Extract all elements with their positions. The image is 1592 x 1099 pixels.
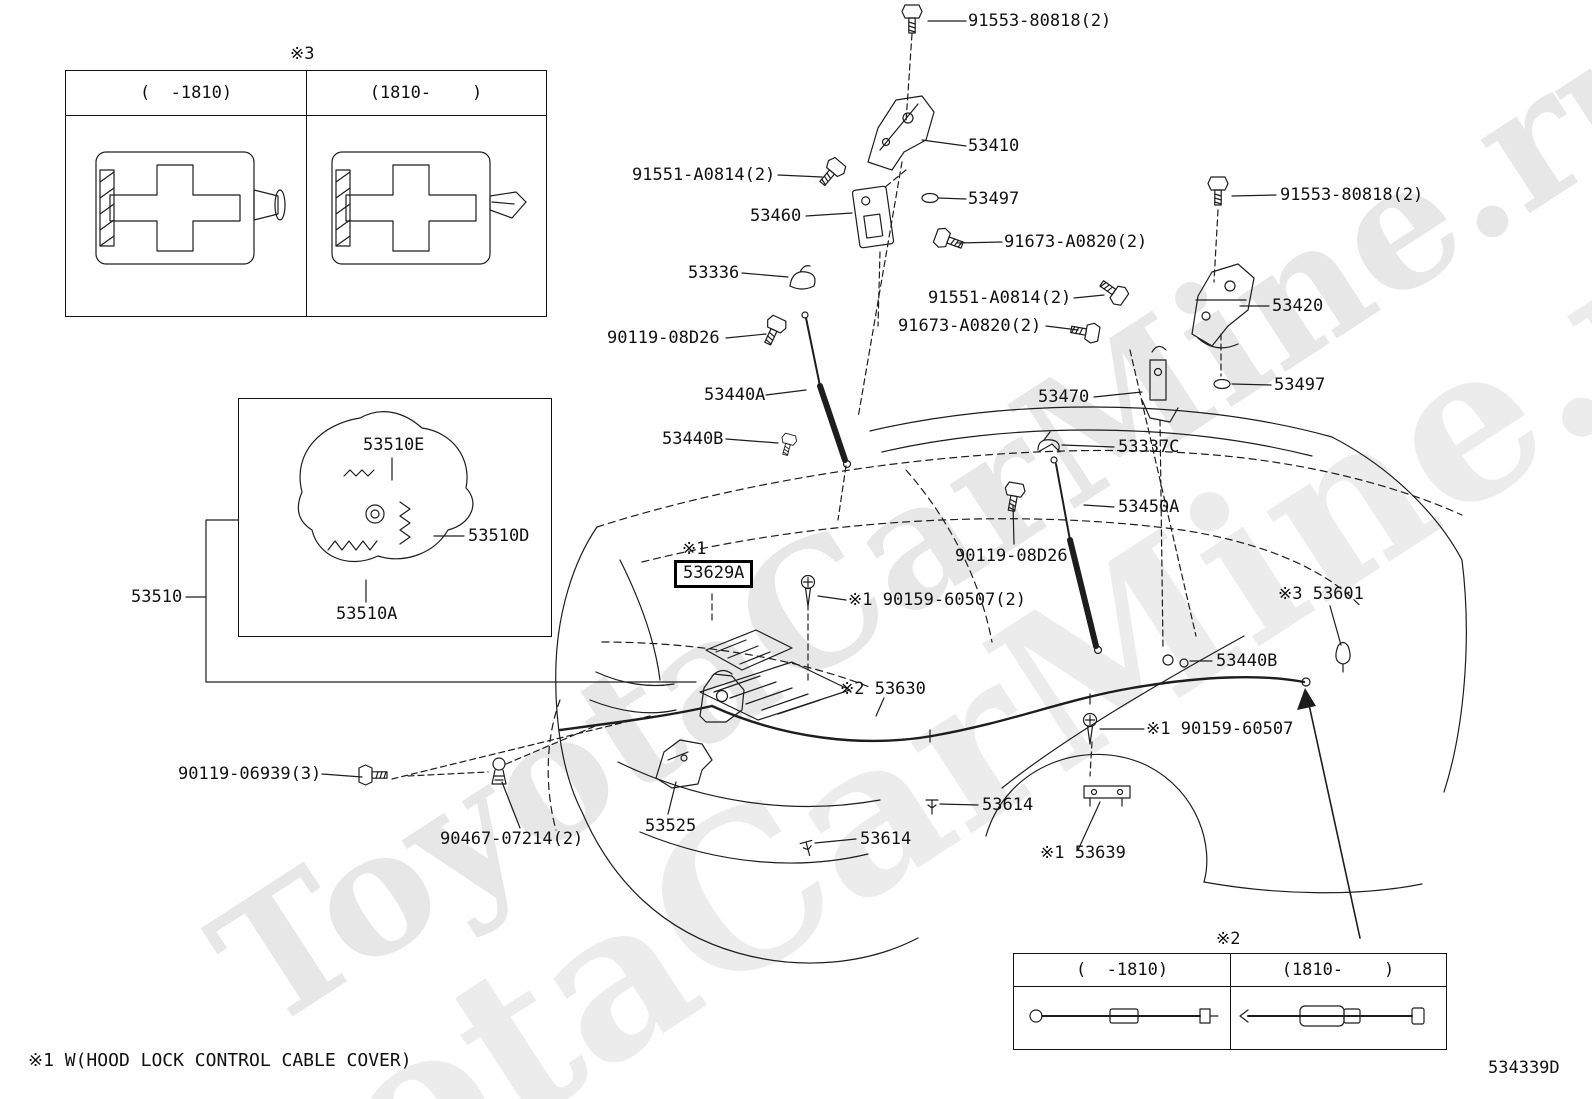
label-53510a: 53510A [336, 604, 398, 624]
clip-53336 [789, 265, 816, 290]
bolt-icon [777, 432, 799, 458]
label-53410: 53410 [968, 136, 1020, 156]
bolt-icon [901, 4, 923, 34]
label-90159-60507-2: ※1 90159-60507(2) [848, 590, 1027, 610]
lock-cover-53629a-part [699, 629, 851, 721]
label-90159-60507-1: ※1 90159-60507 [1146, 719, 1294, 739]
cushion-53440b [1162, 654, 1174, 666]
inset-box-hood-lock-variants: ( -1810) (1810- ) [65, 70, 547, 317]
bolt-icon [1207, 176, 1229, 206]
bolt-icon [814, 155, 849, 191]
inset-box-53510-detail [238, 398, 552, 637]
clip-90467 [491, 757, 507, 785]
label-53497-right: 53497 [1274, 375, 1326, 395]
clip-icon [799, 839, 817, 858]
label-91673-a0820-top: 91673-A0820(2) [1004, 232, 1148, 252]
label-53639: ※1 53639 [1040, 843, 1126, 863]
label-note-1-cover: ※1 [682, 539, 707, 559]
label-53497-top: 53497 [968, 189, 1020, 209]
inset-marker-2: ※2 [1216, 929, 1241, 949]
label-91551-a0814-left: 91551-A0814(2) [632, 165, 776, 185]
label-53510: 53510 [131, 587, 183, 607]
inset-box-cable-variants: ( -1810) (1810- ) [1013, 953, 1447, 1050]
label-53510d: 53510D [468, 526, 530, 546]
inset-col-post-1810: (1810- ) [369, 83, 483, 103]
label-90119-08d26-mid: 90119-08D26 [955, 546, 1068, 566]
label-53337c: 53337C [1118, 437, 1180, 457]
bolt-icon [358, 764, 388, 786]
bolt-icon [931, 225, 967, 256]
clip-53337c [1037, 431, 1060, 453]
bolt-icon [1000, 480, 1027, 514]
screw-icon [800, 574, 816, 607]
hinge-53410 [867, 95, 935, 171]
clip-icon [925, 799, 939, 815]
pointer-arrow [1297, 688, 1361, 939]
label-91553-80818-top: 91553-80818(2) [968, 11, 1112, 31]
bracket-53525 [655, 739, 713, 789]
hinge-53420 [1191, 263, 1255, 349]
inset-col-post-1810: (1810- ) [1281, 960, 1395, 980]
bolt-icon [757, 313, 790, 349]
label-53525: 53525 [645, 816, 697, 836]
label-53420: 53420 [1272, 296, 1324, 316]
label-91553-80818-right: 91553-80818(2) [1280, 185, 1424, 205]
label-91551-a0814-mid: 91551-A0814(2) [928, 288, 1072, 308]
label-53470: 53470 [1038, 387, 1090, 407]
cushion-53440b [1179, 658, 1189, 668]
car-body-outline [547, 406, 1467, 964]
label-91673-a0820-mid: 91673-A0820(2) [898, 316, 1042, 336]
inset-divider [1230, 954, 1231, 1049]
label-90119-06939: 90119-06939(3) [178, 764, 322, 784]
stay-bracket-53470 [1141, 345, 1179, 423]
bracket-53639 [1083, 785, 1131, 807]
bracket-53460 [851, 185, 895, 249]
label-53601: ※3 53601 [1278, 584, 1364, 604]
bolt-icon [1095, 274, 1131, 309]
label-53440b-right: 53440B [1216, 651, 1278, 671]
label-53630: ※2 53630 [840, 679, 926, 699]
label-53440b-left: 53440B [662, 429, 724, 449]
hood-lock-53510-main [699, 669, 745, 723]
bolt-icon [1068, 318, 1102, 345]
grommet-53497-right [1213, 378, 1231, 390]
label-90119-08d26-left: 90119-08D26 [607, 328, 720, 348]
label-53460: 53460 [750, 206, 802, 226]
label-53614-right: 53614 [982, 795, 1034, 815]
inset-divider [306, 71, 307, 316]
label-53614-left: 53614 [860, 829, 912, 849]
grommet-53601 [1335, 641, 1351, 673]
label-53440a: 53440A [704, 385, 766, 405]
inset-marker-3: ※3 [290, 44, 315, 64]
inset-col-pre-1810: ( -1810) [139, 83, 233, 103]
inset-col-pre-1810: ( -1810) [1075, 960, 1169, 980]
footnote-text: ※1 W(HOOD LOCK CONTROL CABLE COVER) [28, 1050, 412, 1071]
label-53629a: 53629A [674, 560, 754, 588]
screw-icon [1082, 712, 1098, 745]
label-53510e: 53510E [363, 435, 425, 455]
grommet-53497-top [921, 192, 939, 204]
drawing-number: 534339D [1488, 1058, 1560, 1078]
label-90467-07214: 90467-07214(2) [440, 829, 584, 849]
label-53450a: 53450A [1118, 497, 1180, 517]
label-53336: 53336 [688, 263, 740, 283]
hood-stay-53440a [801, 311, 852, 469]
